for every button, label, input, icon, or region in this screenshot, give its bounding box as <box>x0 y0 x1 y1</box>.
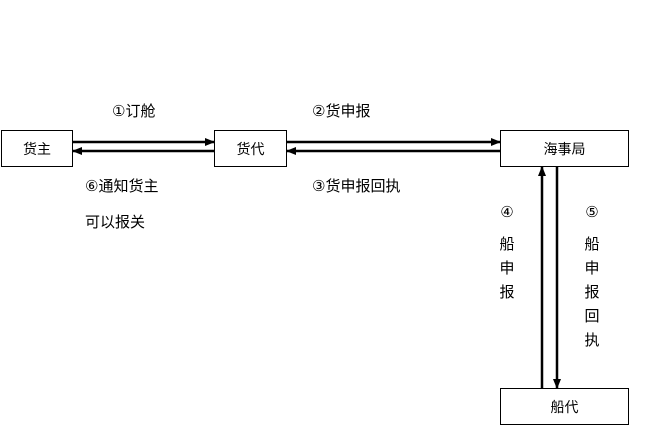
label-step-1: ①订舱 <box>112 102 156 120</box>
label-step-2: ②货申报 <box>312 102 371 120</box>
label-step-5-number: ⑤ <box>585 203 599 221</box>
label-step-3: ③货申报回执 <box>312 177 401 195</box>
node-shipper-label: 货主 <box>23 141 51 158</box>
label-step-4-text: 船 申 报 <box>499 235 515 301</box>
node-forwarder: 货代 <box>214 130 287 167</box>
label-step-6-line-1: ⑥通知货主 <box>85 177 159 195</box>
label-step-5-text: 船 申 报 回 执 <box>584 235 600 349</box>
node-ship-agent-label: 船代 <box>550 399 579 416</box>
node-maritime-bureau: 海事局 <box>500 130 629 167</box>
label-step-6-line-2: 可以报关 <box>85 213 146 231</box>
node-ship-agent: 船代 <box>500 388 629 425</box>
node-maritime-bureau-label: 海事局 <box>543 141 586 158</box>
node-forwarder-label: 货代 <box>236 141 265 158</box>
node-shipper: 货主 <box>1 130 73 167</box>
label-step-4-number: ④ <box>500 203 514 221</box>
